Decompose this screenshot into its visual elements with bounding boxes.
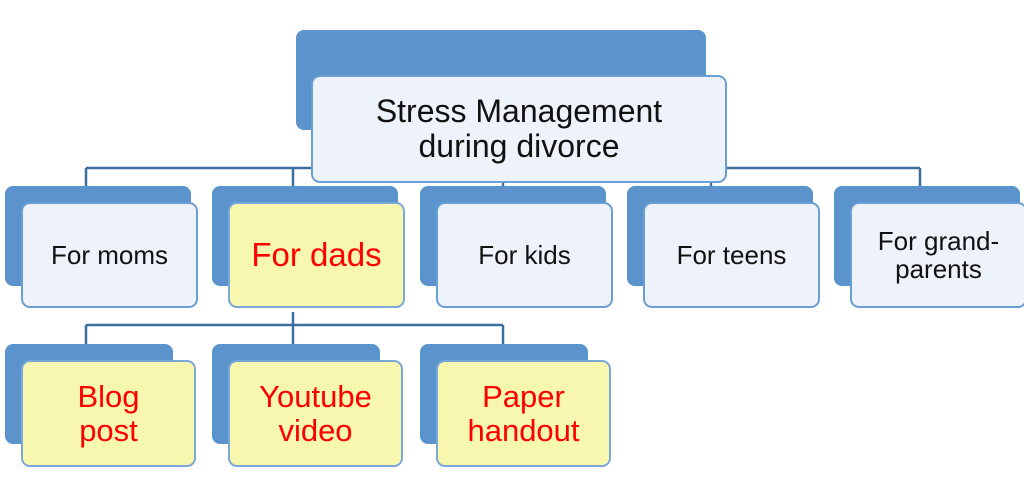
node-box: For moms [21, 202, 198, 308]
root-label: Stress Management during divorce [375, 93, 663, 164]
node-label: Blog post [77, 379, 140, 448]
node-box: For kids [436, 202, 613, 308]
node-label: For grand- parents [877, 225, 1000, 284]
node-label: For moms [51, 239, 168, 270]
node-box: For teens [643, 202, 820, 308]
node-label: For kids [478, 239, 571, 270]
node-label: For dads [251, 236, 382, 274]
node-box: Stress Management during divorce [311, 75, 727, 183]
node-label: For teens [676, 239, 787, 270]
node-label: Paper handout [467, 379, 580, 448]
node-box: Youtube video [228, 360, 403, 467]
node-box: Paper handout [436, 360, 611, 467]
node-box: For dads [228, 202, 405, 308]
node-box: Blog post [21, 360, 196, 467]
node-box: For grand- parents [850, 202, 1024, 308]
node-label: Youtube video [259, 379, 372, 448]
